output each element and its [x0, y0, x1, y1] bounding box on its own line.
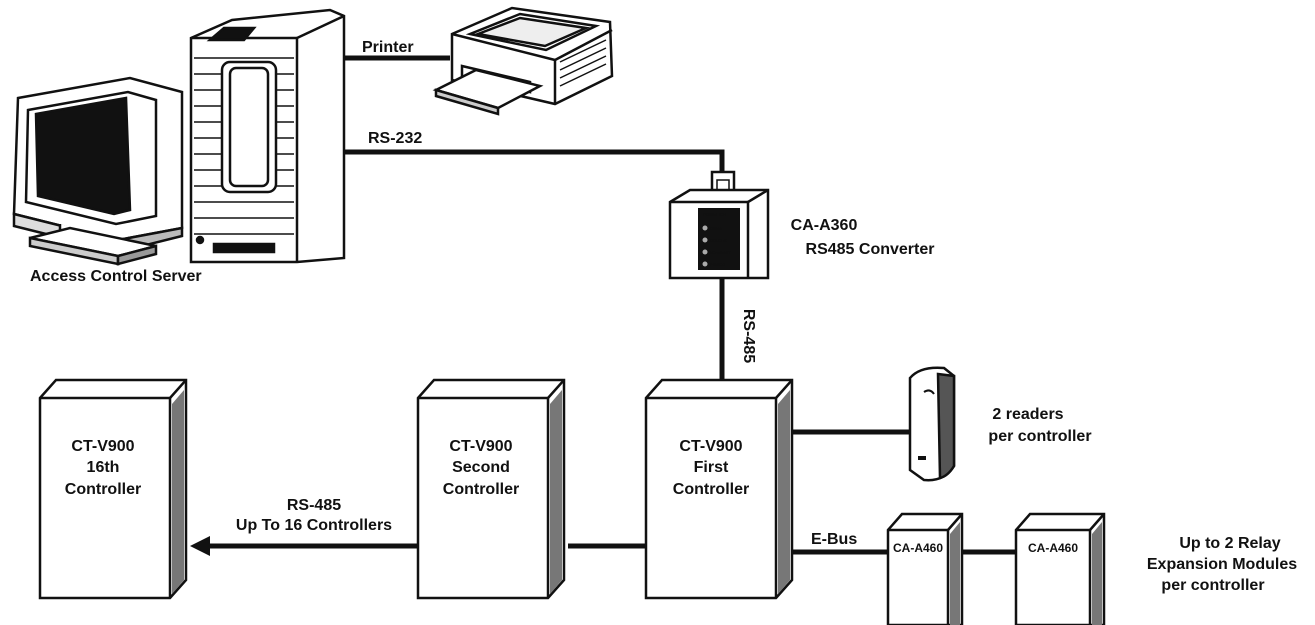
relay-module-1-label: CA-A460 — [893, 541, 943, 555]
printer-icon — [432, 6, 614, 116]
converter-box: POSITECH RS232 RECEIVE TRANSMIT POWER — [668, 170, 770, 280]
controller-2-ordinal: Second — [452, 459, 510, 476]
controller-1-type: Controller — [673, 481, 749, 498]
bus-label-line2: Up To 16 Controllers — [236, 517, 392, 534]
led-power-icon — [702, 261, 708, 267]
led-label: RS232 — [710, 226, 723, 231]
arrow-head-icon — [190, 536, 210, 556]
relay-label-line2: Expansion Modules — [1147, 556, 1297, 573]
rs232-link — [342, 149, 725, 176]
relay-module-2-label: CA-A460 — [1028, 541, 1078, 555]
controller-2-type: Controller — [443, 481, 519, 498]
controller-16-ordinal: 16th — [87, 459, 120, 476]
rs485-vertical-label: RS-485 — [740, 309, 757, 363]
controller-16-model: CT-V900 — [71, 438, 134, 455]
server-tower-icon — [189, 8, 346, 264]
readers-label-line1: 2 readers — [992, 406, 1063, 423]
led-transmit-icon — [702, 249, 708, 255]
relay-module-2 — [1014, 512, 1106, 625]
controller-1 — [644, 378, 794, 600]
readers-label-line2: per controller — [988, 428, 1091, 445]
server-label: Access Control Server — [30, 268, 202, 285]
controller-16 — [38, 378, 188, 600]
led-receive-icon — [702, 237, 708, 243]
controller-2-model: CT-V900 — [449, 438, 512, 455]
converter-brand: POSITECH — [703, 212, 726, 217]
rs232-link-label: RS-232 — [368, 130, 422, 147]
relay-label-line3: per controller — [1161, 577, 1264, 594]
led-rs232-icon — [702, 225, 708, 231]
controller-1-model: CT-V900 — [679, 438, 742, 455]
controller-1-ordinal: First — [694, 459, 729, 476]
relay-label-line1: Up to 2 Relay — [1179, 535, 1280, 552]
printer-link-label: Printer — [362, 39, 414, 56]
card-reader-icon — [908, 366, 956, 482]
controller-2 — [416, 378, 566, 600]
ebus-label: E-Bus — [811, 531, 857, 548]
led-label: RECEIVE — [710, 238, 728, 243]
converter-label-line1: CA-A360 — [791, 217, 858, 234]
led-label: TRANSMIT — [710, 250, 731, 255]
connection-lines — [207, 55, 1015, 555]
controller-16-type: Controller — [65, 481, 141, 498]
bus-label-line1: RS-485 — [287, 497, 341, 514]
led-label: POWER — [710, 262, 725, 267]
monitor-icon — [12, 76, 184, 266]
converter-label-line2: RS485 Converter — [806, 241, 935, 258]
relay-module-1 — [886, 512, 964, 625]
